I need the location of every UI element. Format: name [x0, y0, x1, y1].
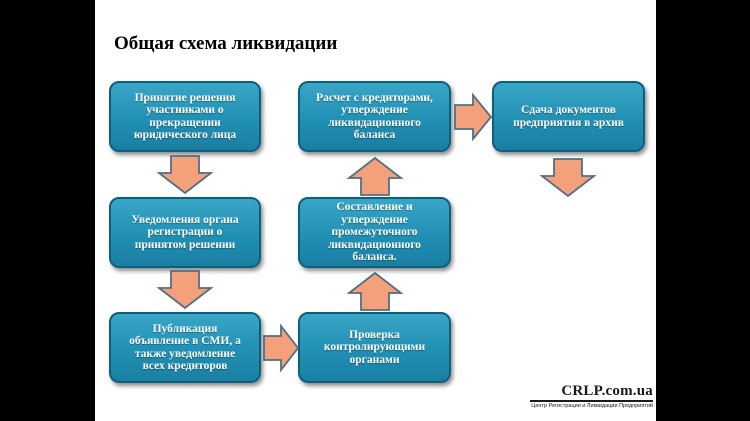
step-publication-box: Публикация объявление в СМИ, а также уве… [109, 312, 261, 383]
arrow-right-icon [263, 323, 300, 373]
step-creditors-settlement-box: Расчет с кредиторами, утверждение ликвид… [298, 81, 451, 152]
step-decision-text: Принятие решения участниками о прекращен… [133, 91, 237, 142]
step-archive-text: Сдача документов предприятия в архив [513, 104, 624, 129]
step-interim-balance-text: Составление и утверждение промежуточного… [328, 201, 421, 264]
arrow-up-icon [346, 156, 404, 196]
step-notify-registrar-text: Уведомления органа регистрации о принято… [131, 213, 239, 251]
logo-subtitle: Центр Регистрации и Ликвидации Предприят… [531, 403, 653, 409]
arrow-up-icon [346, 271, 404, 311]
step-interim-balance-box: Составление и утверждение промежуточного… [298, 197, 451, 268]
logo-underline [530, 400, 653, 402]
arrow-down-icon [156, 155, 214, 195]
step-publication-text: Публикация объявление в СМИ, а также уве… [129, 322, 241, 373]
arrow-right-icon [454, 92, 493, 142]
slide: Общая схема ликвидации Принятие решения … [95, 0, 656, 421]
step-archive-box: Сдача документов предприятия в архив [492, 81, 645, 152]
step-inspection-box: Проверка контролирующими органами [298, 312, 451, 383]
arrow-down-icon [156, 270, 214, 310]
crlp-logo: CRLP.com.ua Центр Регистрации и Ликвидац… [530, 383, 653, 410]
arrow-down-icon [539, 158, 597, 198]
step-decision-box: Принятие решения участниками о прекращен… [109, 81, 261, 152]
step-creditors-settlement-text: Расчет с кредиторами, утверждение ликвид… [316, 91, 433, 142]
slide-title: Общая схема ликвидации [114, 33, 338, 54]
step-inspection-text: Проверка контролирующими органами [323, 328, 426, 366]
logo-text: CRLP.com.ua [561, 383, 653, 399]
step-notify-registrar-box: Уведомления органа регистрации о принято… [109, 197, 261, 268]
